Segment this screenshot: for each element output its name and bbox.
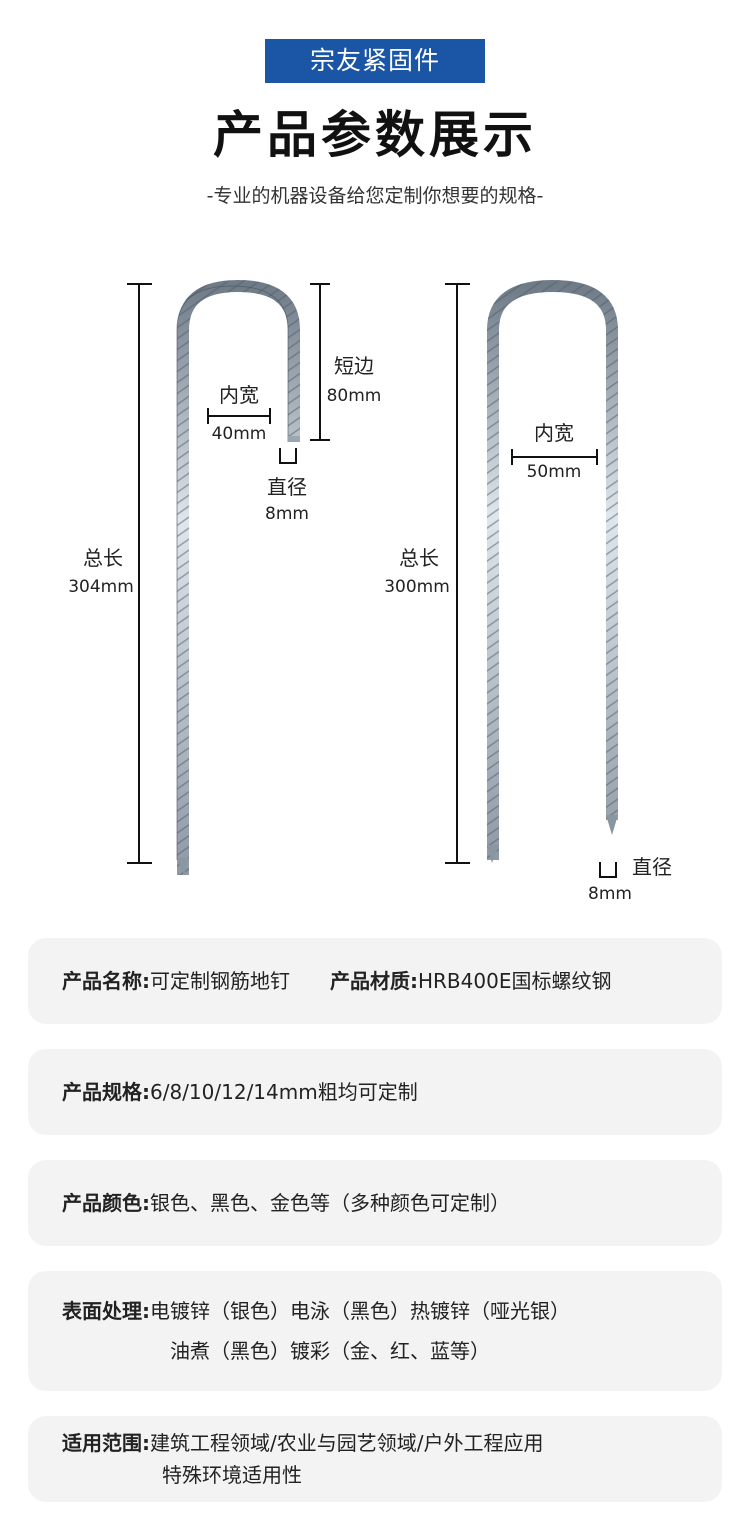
surface-treatment-line1: 电镀锌（银色）电泳（黑色）热镀锌（哑光银） <box>150 1299 570 1323</box>
right-diameter-value: 8mm <box>588 884 632 904</box>
page-title: 产品参数展示 <box>213 106 537 164</box>
spec-card-usage: 适用范围: 建筑工程领域/农业与园艺领域/户外工程应用 特殊环境适用性 <box>28 1416 722 1502</box>
left-diameter-label: 直径 <box>267 475 307 499</box>
right-inner-width-label: 内宽 <box>534 421 574 445</box>
right-diameter-label: 直径 <box>632 855 672 879</box>
product-material-value: HRB400E国标螺纹钢 <box>418 969 612 993</box>
usage-scope-label: 适用范围: <box>62 1431 150 1455</box>
spec-card-surface: 表面处理: 电镀锌（银色）电泳（黑色）热镀锌（哑光银） 油煮（黑色）镀彩（金、红… <box>28 1271 722 1391</box>
spec-card-name-material: 产品名称: 可定制钢筋地钉 产品材质: HRB400E国标螺纹钢 <box>28 938 722 1024</box>
left-inner-width-value: 40mm <box>212 424 267 444</box>
right-stake-body <box>487 279 618 860</box>
left-inner-width-label: 内宽 <box>219 383 259 407</box>
spec-card-spec: 产品规格: 6/8/10/12/14mm粗均可定制 <box>28 1049 722 1135</box>
left-short-side-value: 80mm <box>327 386 382 406</box>
product-spec-label: 产品规格: <box>62 1080 150 1104</box>
left-stake-tip <box>177 858 189 875</box>
right-stake-tip-left <box>487 845 499 863</box>
left-stake: 总长 304mm 短边 80mm 内宽 40mm 直径 8mm <box>68 279 382 875</box>
left-diameter-value: 8mm <box>265 504 309 524</box>
right-stake-tip-right <box>606 815 618 835</box>
product-name-label: 产品名称: <box>62 969 150 993</box>
stake-diagram: 总长 304mm 短边 80mm 内宽 40mm 直径 8mm 总长 300mm <box>68 279 672 904</box>
usage-scope-line2: 特殊环境适用性 <box>162 1463 302 1487</box>
surface-treatment-line2: 油煮（黑色）镀彩（金、红、蓝等） <box>170 1339 490 1363</box>
surface-treatment-label: 表面处理: <box>62 1299 150 1323</box>
right-total-length-value: 300mm <box>384 577 450 597</box>
product-name-value: 可定制钢筋地钉 <box>150 969 290 993</box>
product-spec-value: 6/8/10/12/14mm粗均可定制 <box>150 1080 418 1104</box>
product-material-label: 产品材质: <box>330 969 418 993</box>
left-total-length-label: 总长 <box>83 546 123 570</box>
spec-card-color: 产品颜色: 银色、黑色、金色等（多种颜色可定制） <box>28 1160 722 1246</box>
right-stake: 总长 300mm 内宽 50mm 直径 8mm <box>384 279 672 904</box>
left-stake-body <box>177 279 300 875</box>
usage-scope-line1: 建筑工程领域/农业与园艺领域/户外工程应用 <box>150 1431 544 1455</box>
right-total-length-label: 总长 <box>399 546 439 570</box>
right-inner-width-value: 50mm <box>527 462 582 482</box>
product-color-label: 产品颜色: <box>62 1191 150 1215</box>
brand-badge: 宗友紧固件 <box>265 39 485 83</box>
left-short-side-label: 短边 <box>334 354 374 378</box>
product-color-value: 银色、黑色、金色等（多种颜色可定制） <box>150 1191 510 1215</box>
left-total-length-value: 304mm <box>68 577 134 597</box>
page-subtitle: -专业的机器设备给您定制你想要的规格- <box>206 185 544 207</box>
